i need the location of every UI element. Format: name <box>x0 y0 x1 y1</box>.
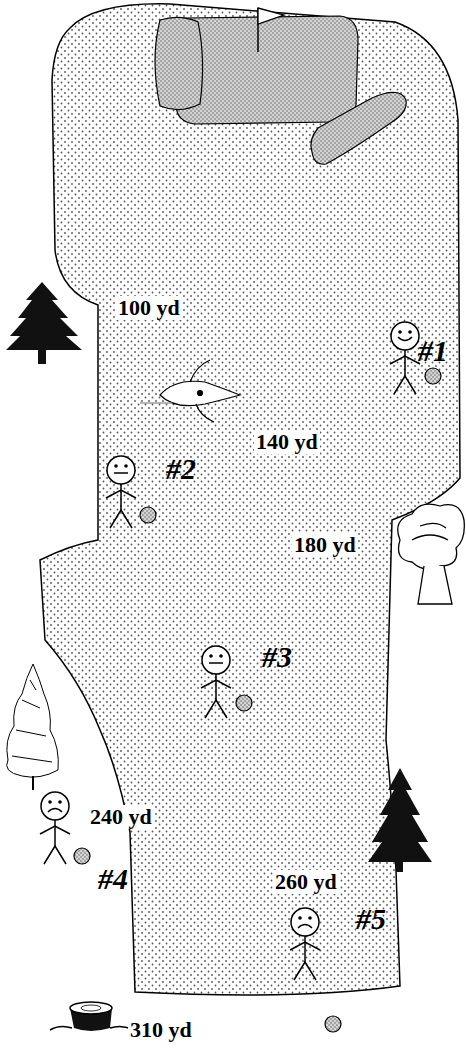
golfer-figure <box>201 646 252 718</box>
golfer-figure <box>106 456 156 528</box>
distance-label: 260 yd <box>273 870 339 894</box>
callout-number: #2 <box>166 452 196 485</box>
pine-tree <box>6 282 82 364</box>
callout-number: #1 <box>418 334 448 367</box>
golfer-figure <box>40 792 90 864</box>
distance-label: 180 yd <box>292 533 358 557</box>
pine-tree <box>368 768 432 872</box>
callout-number: #5 <box>356 902 386 935</box>
callout-number: #3 <box>262 640 292 673</box>
oak-tree <box>398 504 465 604</box>
golf-ball <box>425 368 441 384</box>
flag <box>258 8 284 24</box>
golf-ball <box>74 848 90 864</box>
bunker <box>311 92 406 164</box>
distance-label: 100 yd <box>116 296 182 320</box>
green <box>176 16 358 124</box>
distance-label: 140 yd <box>254 430 320 454</box>
distance-label: 310 yd <box>128 1018 194 1042</box>
fairway <box>40 4 460 995</box>
bunker <box>155 17 203 109</box>
fir-tree <box>7 664 59 790</box>
golfer-figure <box>290 908 341 1032</box>
tree-stump <box>50 1002 134 1031</box>
golf-ball <box>236 695 252 711</box>
distance-label: 240 yd <box>88 805 154 829</box>
cow-skull <box>140 360 240 422</box>
golf-ball <box>325 1016 341 1032</box>
callout-number: #4 <box>98 862 128 895</box>
golf-ball <box>140 507 156 523</box>
